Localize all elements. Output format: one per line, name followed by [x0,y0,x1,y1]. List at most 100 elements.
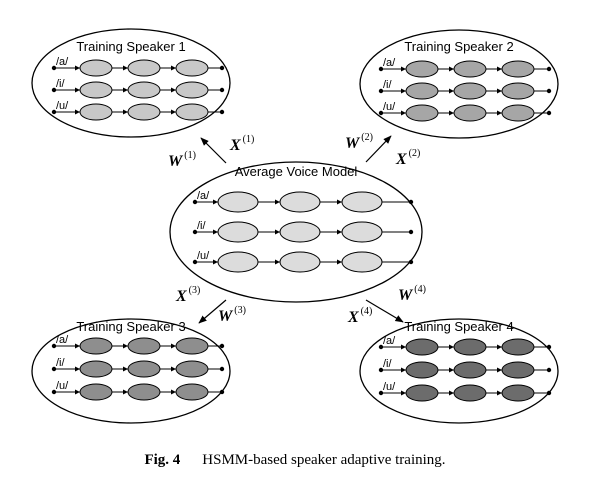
transform-superscript: (3) [189,285,201,296]
hmm-state [127,383,161,401]
hmm-state [501,361,535,379]
start-node [378,66,384,72]
transition-arrowhead [123,65,128,71]
transition-arrowhead [337,199,342,205]
phoneme-label: /u/ [56,380,69,392]
adaptation-arrow-2 [365,135,392,163]
hmm-state [127,103,161,121]
transform-symbol: W [345,135,361,152]
speaker-model-2-title: Training Speaker 2 [404,39,513,54]
caption-label: Fig. 4 [144,452,181,468]
speaker-model-4-row: /i/ [378,358,552,379]
phoneme-label: /a/ [56,56,69,68]
hmm-state [405,384,439,402]
transform-superscript: (3) [234,305,246,316]
hmm-state [453,104,487,122]
hmm-state [175,360,209,378]
speaker-model-3-title: Training Speaker 3 [76,319,185,334]
phoneme-label: /a/ [56,334,69,346]
end-node [546,88,552,94]
average-voice-model-row: /a/ [192,190,414,213]
transition-arrowhead [123,389,128,395]
hmm-state [217,251,259,273]
average-voice-model-row: /u/ [192,250,414,273]
hmm-state [175,59,209,77]
start-node [51,343,57,349]
hmm-state [217,221,259,243]
hmm-state [79,337,113,355]
transition-arrowhead [213,199,218,205]
transition-arrowhead [171,366,176,372]
transition-arrowhead [275,229,280,235]
w-transform-2: W(2) [345,132,373,152]
hmm-state [501,338,535,356]
transition-arrowhead [401,367,406,373]
transform-symbol: X [175,288,187,305]
transition-arrowhead [497,390,502,396]
x-transform-1: X(1) [229,134,254,154]
transition-arrowhead [171,109,176,115]
phoneme-label: /u/ [197,250,210,262]
transition-arrowhead [449,367,454,373]
phoneme-label: /u/ [383,101,396,113]
transition-arrowhead [75,87,80,93]
phoneme-label: /u/ [56,100,69,112]
adaptation-arrow-3 [198,299,227,324]
transition-arrowhead [337,259,342,265]
transition-arrowhead [449,110,454,116]
transition-arrowhead [497,66,502,72]
speaker-model-2-row: /i/ [378,79,552,100]
transition-arrowhead [213,229,218,235]
transform-symbol: W [398,287,414,304]
start-node [51,389,57,395]
end-node [408,199,414,205]
hmm-state [405,104,439,122]
x-transform-2: X(2) [395,148,420,168]
speaker-model-4-row: /u/ [378,381,552,402]
hmm-state [79,81,113,99]
start-node [378,344,384,350]
transition-arrowhead [75,343,80,349]
transition-arrowhead [497,344,502,350]
hmm-state [405,361,439,379]
hmm-state [453,338,487,356]
transition-arrowhead [123,343,128,349]
end-node [546,66,552,72]
speaker-model-3-row: /a/ [51,334,225,355]
phoneme-label: /i/ [383,358,393,370]
transition-arrowhead [497,367,502,373]
hmm-state [279,251,321,273]
transform-symbol: W [218,308,234,325]
hmm-state [453,361,487,379]
hmm-state [127,360,161,378]
phoneme-label: /i/ [383,79,393,91]
average-voice-model-row: /i/ [192,220,414,243]
adaptation-arrow-4 [365,299,404,323]
transition-arrowhead [75,109,80,115]
transition-arrowhead [75,366,80,372]
start-node [378,367,384,373]
end-node [546,110,552,116]
transform-superscript: (2) [361,132,373,143]
phoneme-label: /i/ [197,220,207,232]
transition-arrowhead [171,87,176,93]
transform-superscript: (1) [184,150,196,161]
hmm-state [79,383,113,401]
average-voice-model: Average Voice Model/a//i//u/ [169,161,423,303]
transform-symbol: X [229,137,241,154]
end-node [546,367,552,373]
transition-arrowhead [449,390,454,396]
end-node [219,109,225,115]
transition-arrowhead [497,88,502,94]
transform-symbol: X [395,151,407,168]
transition-arrowhead [449,88,454,94]
transition-arrowhead [171,65,176,71]
transform-superscript: (2) [409,148,421,159]
end-node [546,344,552,350]
hmm-state [79,360,113,378]
speaker-model-1: Training Speaker 1/a//i//u/ [31,28,231,138]
w-transform-4: W(4) [398,284,426,304]
end-node [219,65,225,71]
transform-superscript: (4) [361,306,373,317]
start-node [51,109,57,115]
